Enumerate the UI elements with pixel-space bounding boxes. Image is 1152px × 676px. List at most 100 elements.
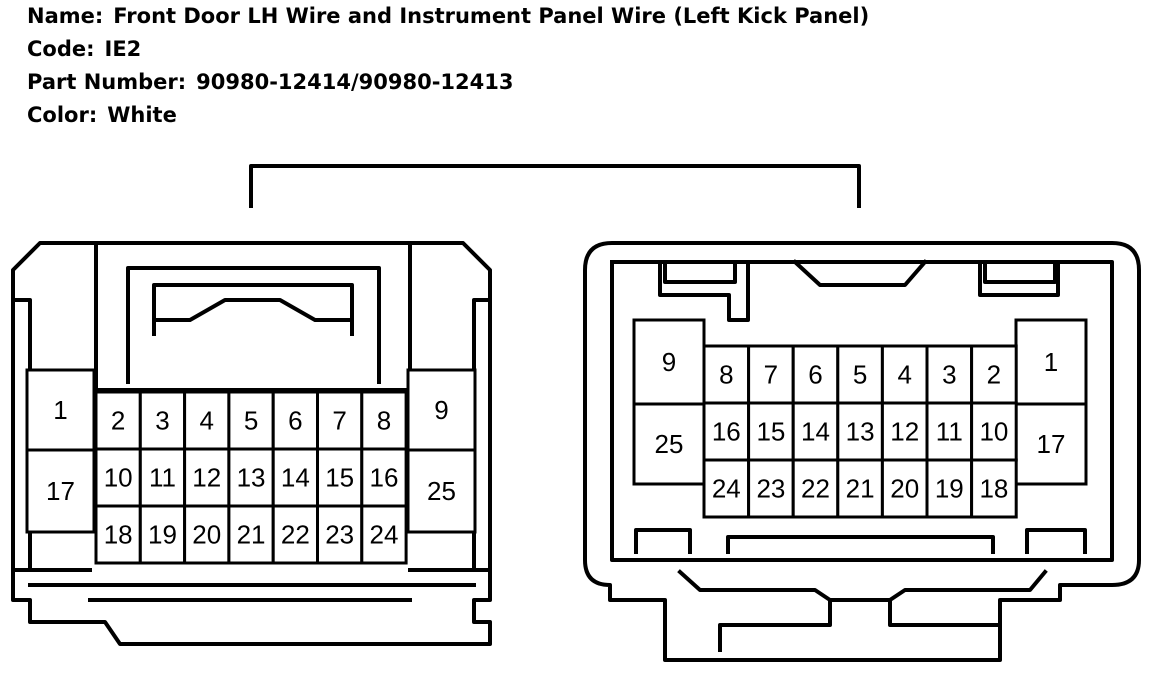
right-pin-11-cell bbox=[925, 401, 974, 462]
left-pin-15-label: 15 bbox=[325, 463, 354, 493]
right-pin-17-cell bbox=[1014, 402, 1088, 486]
right-pin-4-label: 4 bbox=[897, 360, 911, 390]
color-label: Color: bbox=[27, 103, 98, 127]
right-pin-24-cell bbox=[702, 458, 751, 519]
right-pin-23-cell bbox=[747, 458, 795, 519]
part-number-label: Part Number: bbox=[27, 70, 187, 94]
right-connector-housing bbox=[583, 241, 1141, 662]
right-pin-5-label: 5 bbox=[853, 360, 867, 390]
right-pin-21-label: 21 bbox=[846, 474, 875, 504]
right-bottom-details bbox=[634, 528, 1087, 652]
right-pin-15-label: 15 bbox=[756, 417, 785, 447]
left-pin-21-label: 21 bbox=[237, 520, 266, 550]
left-pin-15-cell bbox=[316, 447, 364, 508]
left-connector-lock bbox=[94, 244, 412, 392]
right-pin-13-cell bbox=[836, 401, 884, 462]
left-pin-9-label: 9 bbox=[434, 395, 448, 425]
left-pin-18-label: 18 bbox=[104, 520, 133, 550]
right-top-latch bbox=[658, 259, 1060, 322]
color-value: White bbox=[107, 103, 177, 127]
code-label: Code: bbox=[27, 37, 95, 61]
right-pin-22-cell bbox=[791, 458, 840, 519]
right-pin-18-cell bbox=[970, 458, 1018, 519]
color-line: Color: White bbox=[27, 103, 177, 127]
right-pin-6-label: 6 bbox=[808, 360, 822, 390]
right-pin-5-cell bbox=[836, 344, 884, 405]
mating-bracket bbox=[249, 164, 861, 208]
left-lock-tab-frame bbox=[126, 266, 381, 384]
right-pin-25-cell bbox=[632, 402, 706, 486]
name-value: Front Door LH Wire and Instrument Panel … bbox=[113, 4, 870, 28]
left-pin-17-label: 17 bbox=[46, 476, 75, 506]
left-pin-4-label: 4 bbox=[200, 406, 214, 436]
right-pin-23-label: 23 bbox=[756, 474, 785, 504]
right-pin-25-label: 25 bbox=[655, 429, 684, 459]
right-pin-17-label: 17 bbox=[1037, 429, 1066, 459]
left-pin-7-label: 7 bbox=[332, 406, 346, 436]
right-inner-frame bbox=[610, 260, 1114, 562]
left-pin-23-label: 23 bbox=[325, 520, 354, 550]
right-pin-9-label: 9 bbox=[662, 347, 676, 377]
left-pin-8-cell bbox=[360, 390, 408, 451]
right-connector bbox=[583, 241, 1141, 662]
left-pin-24-cell bbox=[360, 504, 408, 565]
right-pin-2-label: 2 bbox=[987, 360, 1001, 390]
left-pin-17-cell bbox=[25, 448, 96, 534]
left-pin-25-cell bbox=[406, 448, 477, 534]
right-pin-19-label: 19 bbox=[935, 474, 964, 504]
left-pin-25-label: 25 bbox=[427, 476, 456, 506]
left-pin-14-label: 14 bbox=[281, 463, 310, 493]
left-pin-22-label: 22 bbox=[281, 520, 310, 550]
right-pin-10-cell bbox=[970, 401, 1018, 462]
right-latch-slots bbox=[663, 263, 1057, 284]
name-line: Name: Front Door LH Wire and Instrument P… bbox=[27, 4, 869, 28]
right-pin-10-label: 10 bbox=[979, 417, 1008, 447]
right-pin-11-label: 11 bbox=[936, 417, 963, 447]
right-pin-7-cell bbox=[747, 344, 795, 405]
left-lock-tab bbox=[152, 283, 354, 336]
left-pin-11-label: 11 bbox=[149, 463, 176, 493]
left-pin-16-label: 16 bbox=[369, 463, 398, 493]
right-pin-14-label: 14 bbox=[801, 417, 830, 447]
right-pin-20-cell bbox=[880, 458, 929, 519]
left-connector-housing bbox=[11, 241, 492, 646]
right-pin-20-label: 20 bbox=[890, 474, 919, 504]
left-pin-1-label: 1 bbox=[53, 395, 67, 425]
part-number-value: 90980-12414/90980-12413 bbox=[196, 70, 514, 94]
left-pin-6-label: 6 bbox=[288, 406, 302, 436]
right-pin-13-label: 13 bbox=[846, 417, 875, 447]
left-pin-16-cell bbox=[360, 447, 408, 508]
right-pin-1-label: 1 bbox=[1044, 347, 1058, 377]
left-pin-24-label: 24 bbox=[369, 520, 398, 550]
right-pin-18-label: 18 bbox=[979, 474, 1008, 504]
left-pin-9-cell bbox=[406, 368, 477, 452]
right-pin-24-label: 24 bbox=[712, 474, 741, 504]
left-pin-13-label: 13 bbox=[237, 463, 266, 493]
left-pin-23-cell bbox=[316, 504, 364, 565]
right-pin-12-label: 12 bbox=[890, 417, 919, 447]
left-pin-18-cell bbox=[94, 504, 142, 565]
left-pin-12-label: 12 bbox=[192, 463, 221, 493]
left-pin-20-label: 20 bbox=[192, 520, 221, 550]
left-pin-10-label: 10 bbox=[104, 463, 133, 493]
code-value: IE2 bbox=[104, 37, 142, 61]
left-pin-1-cell bbox=[25, 368, 96, 452]
part-number-line: Part Number: 90980-12414/90980-12413 bbox=[27, 70, 513, 94]
left-pin-8-label: 8 bbox=[377, 406, 391, 436]
name-label: Name: bbox=[27, 4, 104, 28]
right-pin-8-label: 8 bbox=[719, 360, 733, 390]
left-pin-5-label: 5 bbox=[244, 406, 258, 436]
right-pin-7-label: 7 bbox=[764, 360, 778, 390]
right-pin-3-label: 3 bbox=[942, 360, 956, 390]
right-pin-21-cell bbox=[836, 458, 884, 519]
right-pin-9-cell bbox=[632, 318, 706, 406]
left-pin-2-label: 2 bbox=[111, 406, 125, 436]
left-pin-20-cell bbox=[183, 504, 231, 565]
right-pin-22-label: 22 bbox=[801, 474, 830, 504]
right-pin-2-cell bbox=[970, 344, 1018, 405]
right-pin-16-label: 16 bbox=[712, 417, 741, 447]
left-bottom-ledge bbox=[28, 568, 476, 602]
code-line: Code: IE2 bbox=[27, 37, 141, 61]
left-pin-3-label: 3 bbox=[155, 406, 169, 436]
